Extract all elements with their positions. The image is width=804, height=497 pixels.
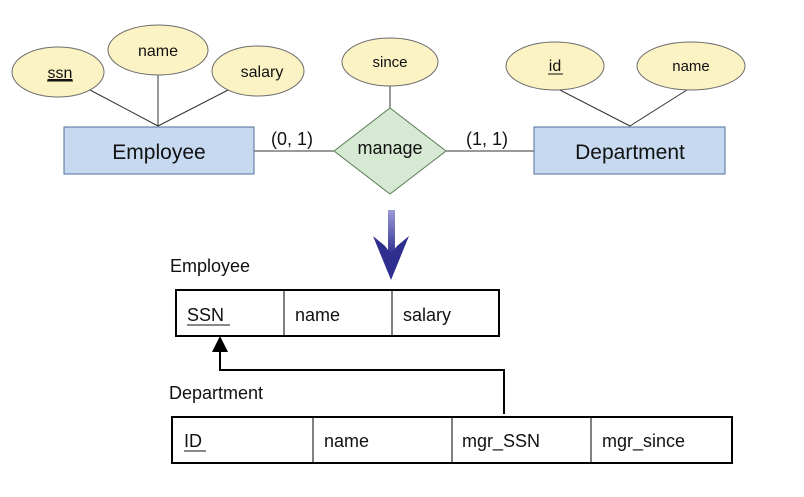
department-attribute-links: [555, 87, 691, 127]
attribute-dept-name-label: name: [672, 58, 710, 75]
relation-employee-table: [175, 289, 500, 337]
entity-employee-box: [63, 126, 255, 175]
attribute-since-ellipse: [341, 37, 439, 87]
relation-department-col-mgr-ssn: mgr_SSN: [462, 431, 540, 452]
attribute-dept-name-ellipse: [636, 41, 746, 91]
employee-attribute-links: [89, 74, 233, 127]
entity-department-box: [533, 126, 726, 175]
entity-department-label: Department: [575, 141, 685, 164]
cardinality-employee: (0, 1): [271, 129, 313, 149]
attribute-id-ellipse: [505, 41, 605, 91]
relation-employee-col-ssn: SSN: [187, 305, 224, 325]
relationship-manage-diamond: [333, 107, 447, 195]
attribute-salary-label: salary: [241, 64, 284, 81]
transform-arrow-icon: [373, 210, 409, 280]
relation-department-table: [171, 416, 733, 464]
relationship-manage-label: manage: [357, 138, 422, 158]
relation-employee-col-name: name: [295, 305, 340, 325]
attribute-salary-ellipse: [211, 45, 305, 97]
relation-employee-title: Employee: [170, 256, 250, 276]
attribute-ssn-label: ssn: [48, 65, 73, 82]
relation-employee-col-salary: salary: [403, 305, 451, 325]
relation-department-col-name: name: [324, 431, 369, 451]
attribute-name-label: name: [138, 43, 178, 60]
relation-department-col-id: ID: [184, 431, 202, 451]
relation-department-title: Department: [169, 383, 263, 403]
attribute-name-ellipse: [107, 24, 209, 76]
entity-employee-label: Employee: [112, 141, 205, 164]
foreign-key-arrow: [212, 336, 505, 414]
cardinality-department: (1, 1): [466, 129, 508, 149]
attribute-id-label: id: [549, 58, 561, 75]
attribute-since-label: since: [372, 54, 407, 71]
attribute-ssn-ellipse: [11, 46, 105, 98]
relation-department-col-mgr-since: mgr_since: [602, 431, 685, 452]
